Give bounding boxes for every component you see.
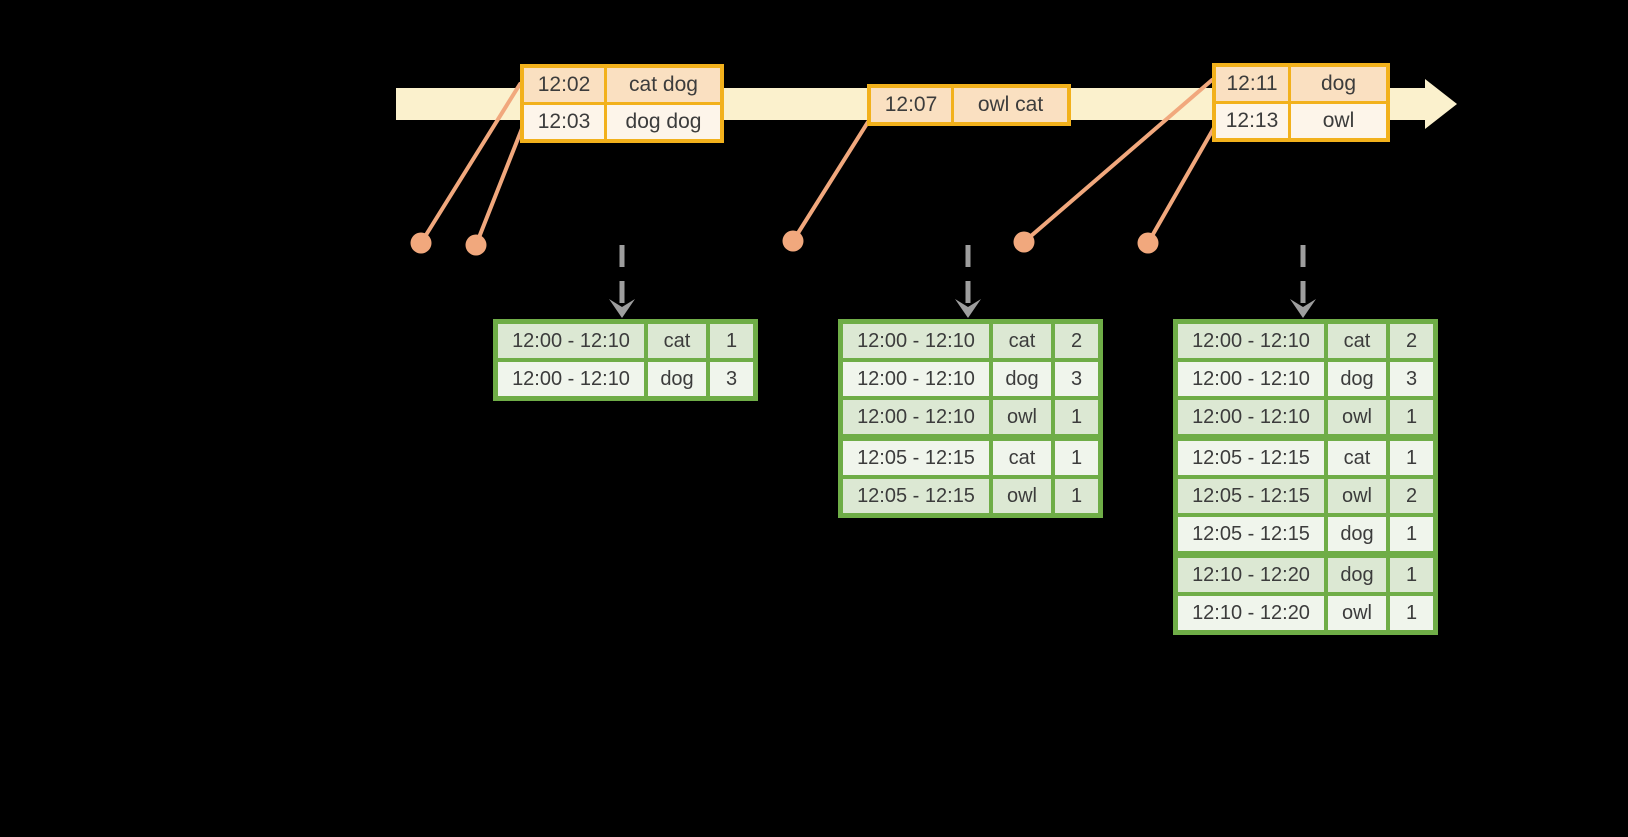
event-table-1: 12:02 cat dog 12:03 dog dog [520,64,724,143]
event-connector-lines [419,78,1217,247]
connector-line [474,124,525,247]
event-dot [782,230,804,252]
event-table-3: 12:11 dog 12:13 owl [1212,63,1390,142]
arrowhead-down-icon [609,299,635,318]
result-row: 12:00 - 12:10 cat 2 [1178,324,1433,358]
trigger-arrows [619,245,1306,303]
event-time-cell: 12:03 [524,105,604,139]
count-cell: 1 [1390,596,1433,630]
count-cell: 1 [1390,558,1433,592]
word-cell: cat [648,324,706,358]
event-dot [1013,231,1035,253]
event-row: 12:07 owl cat [871,88,1067,122]
window-cell: 12:05 - 12:15 [1178,517,1324,551]
word-cell: owl [1328,479,1386,513]
event-time-cell: 12:02 [524,68,604,102]
event-row: 12:11 dog [1216,67,1386,101]
result-row: 12:05 - 12:15 owl 1 [843,479,1098,513]
count-cell: 1 [710,324,753,358]
window-cell: 12:05 - 12:15 [1178,479,1324,513]
result-row: 12:05 - 12:15 cat 1 [843,441,1098,475]
connector-line [1146,124,1217,245]
word-cell: dog [1328,517,1386,551]
event-dots [410,230,1159,256]
window-cell: 12:00 - 12:10 [843,324,989,358]
event-row: 12:03 dog dog [524,105,720,139]
count-cell: 1 [1390,441,1433,475]
event-dot [1137,232,1159,254]
event-time-cell: 12:11 [1216,67,1288,101]
window-cell: 12:05 - 12:15 [1178,441,1324,475]
connector-line [791,120,870,243]
window-cell: 12:00 - 12:10 [843,400,989,434]
word-cell: cat [1328,441,1386,475]
event-words-cell: dog [1291,67,1386,101]
count-cell: 1 [1055,441,1098,475]
window-cell: 12:10 - 12:20 [1178,558,1324,592]
result-row: 12:00 - 12:10 owl 1 [1178,400,1433,434]
result-row: 12:05 - 12:15 owl 2 [1178,479,1433,513]
window-cell: 12:05 - 12:15 [843,441,989,475]
word-cell: owl [1328,596,1386,630]
window-cell: 12:00 - 12:10 [498,324,644,358]
result-row: 12:00 - 12:10 owl 1 [843,400,1098,434]
window-cell: 12:00 - 12:10 [1178,362,1324,396]
result-table-3: 12:00 - 12:10 cat 2 12:00 - 12:10 dog 3 … [1173,319,1438,635]
count-cell: 2 [1390,324,1433,358]
word-cell: owl [993,479,1051,513]
word-cell: owl [1328,400,1386,434]
count-cell: 3 [710,362,753,396]
result-row: 12:05 - 12:15 cat 1 [1178,441,1433,475]
event-words-cell: owl [1291,104,1386,138]
event-words-cell: dog dog [607,105,720,139]
count-cell: 1 [1055,479,1098,513]
event-dot [410,232,432,254]
event-row: 12:13 owl [1216,104,1386,138]
event-words-cell: owl cat [954,88,1067,122]
event-row: 12:02 cat dog [524,68,720,102]
word-cell: dog [993,362,1051,396]
word-cell: dog [1328,362,1386,396]
arrowhead-down-icon [955,299,981,318]
window-cell: 12:00 - 12:10 [1178,400,1324,434]
result-row: 12:00 - 12:10 dog 3 [843,362,1098,396]
word-cell: dog [1328,558,1386,592]
arrowhead-down-icon [1290,299,1316,318]
count-cell: 1 [1055,400,1098,434]
word-cell: owl [993,400,1051,434]
result-row: 12:10 - 12:20 owl 1 [1178,596,1433,630]
window-cell: 12:00 - 12:10 [498,362,644,396]
word-cell: dog [648,362,706,396]
event-dot [465,234,487,256]
result-table-2: 12:00 - 12:10 cat 2 12:00 - 12:10 dog 3 … [838,319,1103,518]
window-cell: 12:00 - 12:10 [843,362,989,396]
count-cell: 2 [1055,324,1098,358]
window-cell: 12:00 - 12:10 [1178,324,1324,358]
word-cell: cat [993,441,1051,475]
count-cell: 3 [1390,362,1433,396]
window-cell: 12:05 - 12:15 [843,479,989,513]
connector-line [1022,78,1214,244]
result-row: 12:00 - 12:10 cat 2 [843,324,1098,358]
word-cell: cat [993,324,1051,358]
count-cell: 2 [1390,479,1433,513]
result-row: 12:00 - 12:10 cat 1 [498,324,753,358]
window-cell: 12:10 - 12:20 [1178,596,1324,630]
result-row: 12:00 - 12:10 dog 3 [498,362,753,396]
event-table-2: 12:07 owl cat [867,84,1071,126]
result-row: 12:00 - 12:10 dog 3 [1178,362,1433,396]
event-time-cell: 12:07 [871,88,951,122]
result-row: 12:05 - 12:15 dog 1 [1178,517,1433,551]
event-time-cell: 12:13 [1216,104,1288,138]
timeline-arrowhead-icon [1425,79,1457,129]
count-cell: 3 [1055,362,1098,396]
result-table-1: 12:00 - 12:10 cat 1 12:00 - 12:10 dog 3 [493,319,758,401]
result-row: 12:10 - 12:20 dog 1 [1178,558,1433,592]
connector-line [419,82,522,245]
word-cell: cat [1328,324,1386,358]
count-cell: 1 [1390,517,1433,551]
count-cell: 1 [1390,400,1433,434]
event-words-cell: cat dog [607,68,720,102]
trigger-arrowheads [609,299,1316,318]
